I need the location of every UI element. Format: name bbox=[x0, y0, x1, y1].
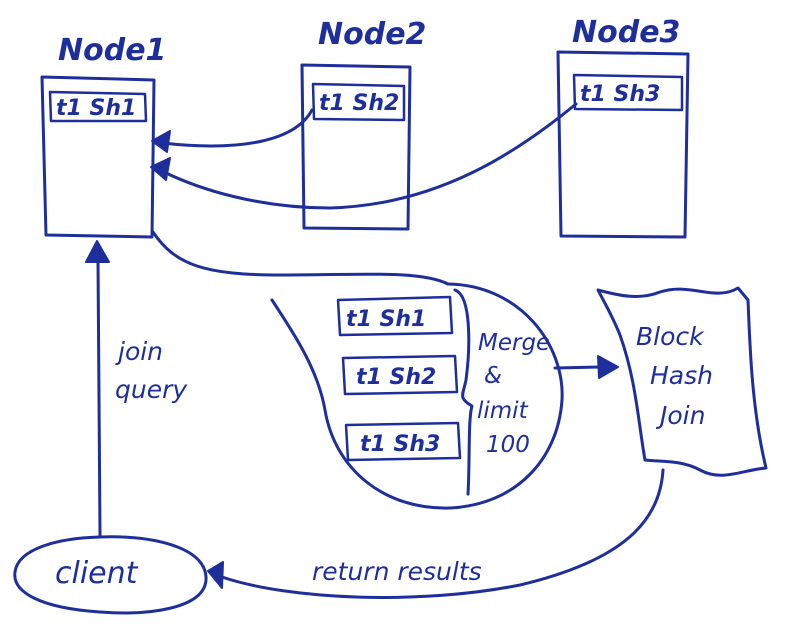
node-3-box bbox=[556, 50, 690, 239]
block-hash-join-box bbox=[596, 286, 768, 477]
client-label: client bbox=[55, 556, 139, 591]
edge-join-to-client-arrowhead bbox=[207, 561, 224, 589]
merge-label-line4: 100 bbox=[486, 432, 530, 458]
node-3-shard-label: t1 Sh3 bbox=[580, 82, 660, 107]
collected-shard-2-box bbox=[341, 354, 459, 396]
edge-merge-to-join bbox=[553, 365, 602, 370]
client: client bbox=[13, 535, 208, 615]
client-ellipse bbox=[13, 535, 208, 615]
merge-label-line2: & bbox=[484, 363, 502, 389]
node-2-box bbox=[300, 63, 412, 231]
merge-blob-outline bbox=[270, 282, 564, 510]
return-results-label: return results bbox=[312, 557, 482, 586]
edge-join-to-client bbox=[220, 468, 665, 599]
edge-node1-to-merge bbox=[151, 230, 450, 286]
join-box-line1: Block bbox=[636, 322, 705, 351]
collected-shard-1-label: t1 Sh1 bbox=[346, 307, 426, 332]
merge-brace bbox=[453, 288, 474, 496]
merge-limit-label: Merge & limit 100 bbox=[477, 330, 550, 458]
collected-shards: t1 Sh1 t1 Sh2 t1 Sh3 bbox=[336, 295, 462, 462]
merge-label-line3: limit bbox=[477, 398, 529, 424]
collected-shard-3-label: t1 Sh3 bbox=[360, 432, 440, 457]
join-query-line2: query bbox=[115, 375, 188, 404]
node-3-title: Node3 bbox=[572, 15, 680, 50]
node-1-title: Node1 bbox=[58, 33, 166, 68]
edge-merge-to-join-arrowhead bbox=[597, 355, 619, 379]
edge-client-to-node1 bbox=[96, 258, 102, 537]
edge-node3-to-node1-arrowhead bbox=[150, 157, 171, 181]
collected-shard-1-box bbox=[336, 295, 454, 337]
node-2-shard-box bbox=[311, 82, 406, 122]
join-query-label: join query bbox=[115, 337, 188, 404]
node-3-shard-box bbox=[572, 73, 684, 112]
edge-node3-to-node1 bbox=[160, 102, 578, 210]
node-1-box bbox=[40, 75, 156, 239]
node-3: Node3 t1 Sh3 bbox=[556, 15, 690, 239]
merge-label-line1: Merge bbox=[478, 330, 550, 356]
node-2-title: Node2 bbox=[318, 17, 426, 52]
edge-node2-to-node1-arrowhead bbox=[151, 130, 171, 153]
node-1-shard-label: t1 Sh1 bbox=[56, 96, 136, 121]
node-1-shard-box bbox=[48, 90, 148, 123]
node-1: Node1 t1 Sh1 bbox=[40, 33, 166, 239]
collected-shard-3-box bbox=[344, 421, 462, 462]
edge-client-to-node1-arrowhead bbox=[85, 240, 110, 263]
node-2: Node2 t1 Sh2 bbox=[300, 17, 426, 231]
join-query-line1: join bbox=[115, 337, 163, 366]
block-hash-join: Block Hash Join bbox=[596, 286, 768, 477]
node-2-shard-label: t1 Sh2 bbox=[319, 91, 399, 116]
edge-node2-to-node1 bbox=[160, 108, 314, 148]
join-box-line2: Hash bbox=[650, 361, 713, 390]
collected-shard-2-label: t1 Sh2 bbox=[356, 365, 436, 390]
join-box-line3: Join bbox=[655, 401, 705, 430]
